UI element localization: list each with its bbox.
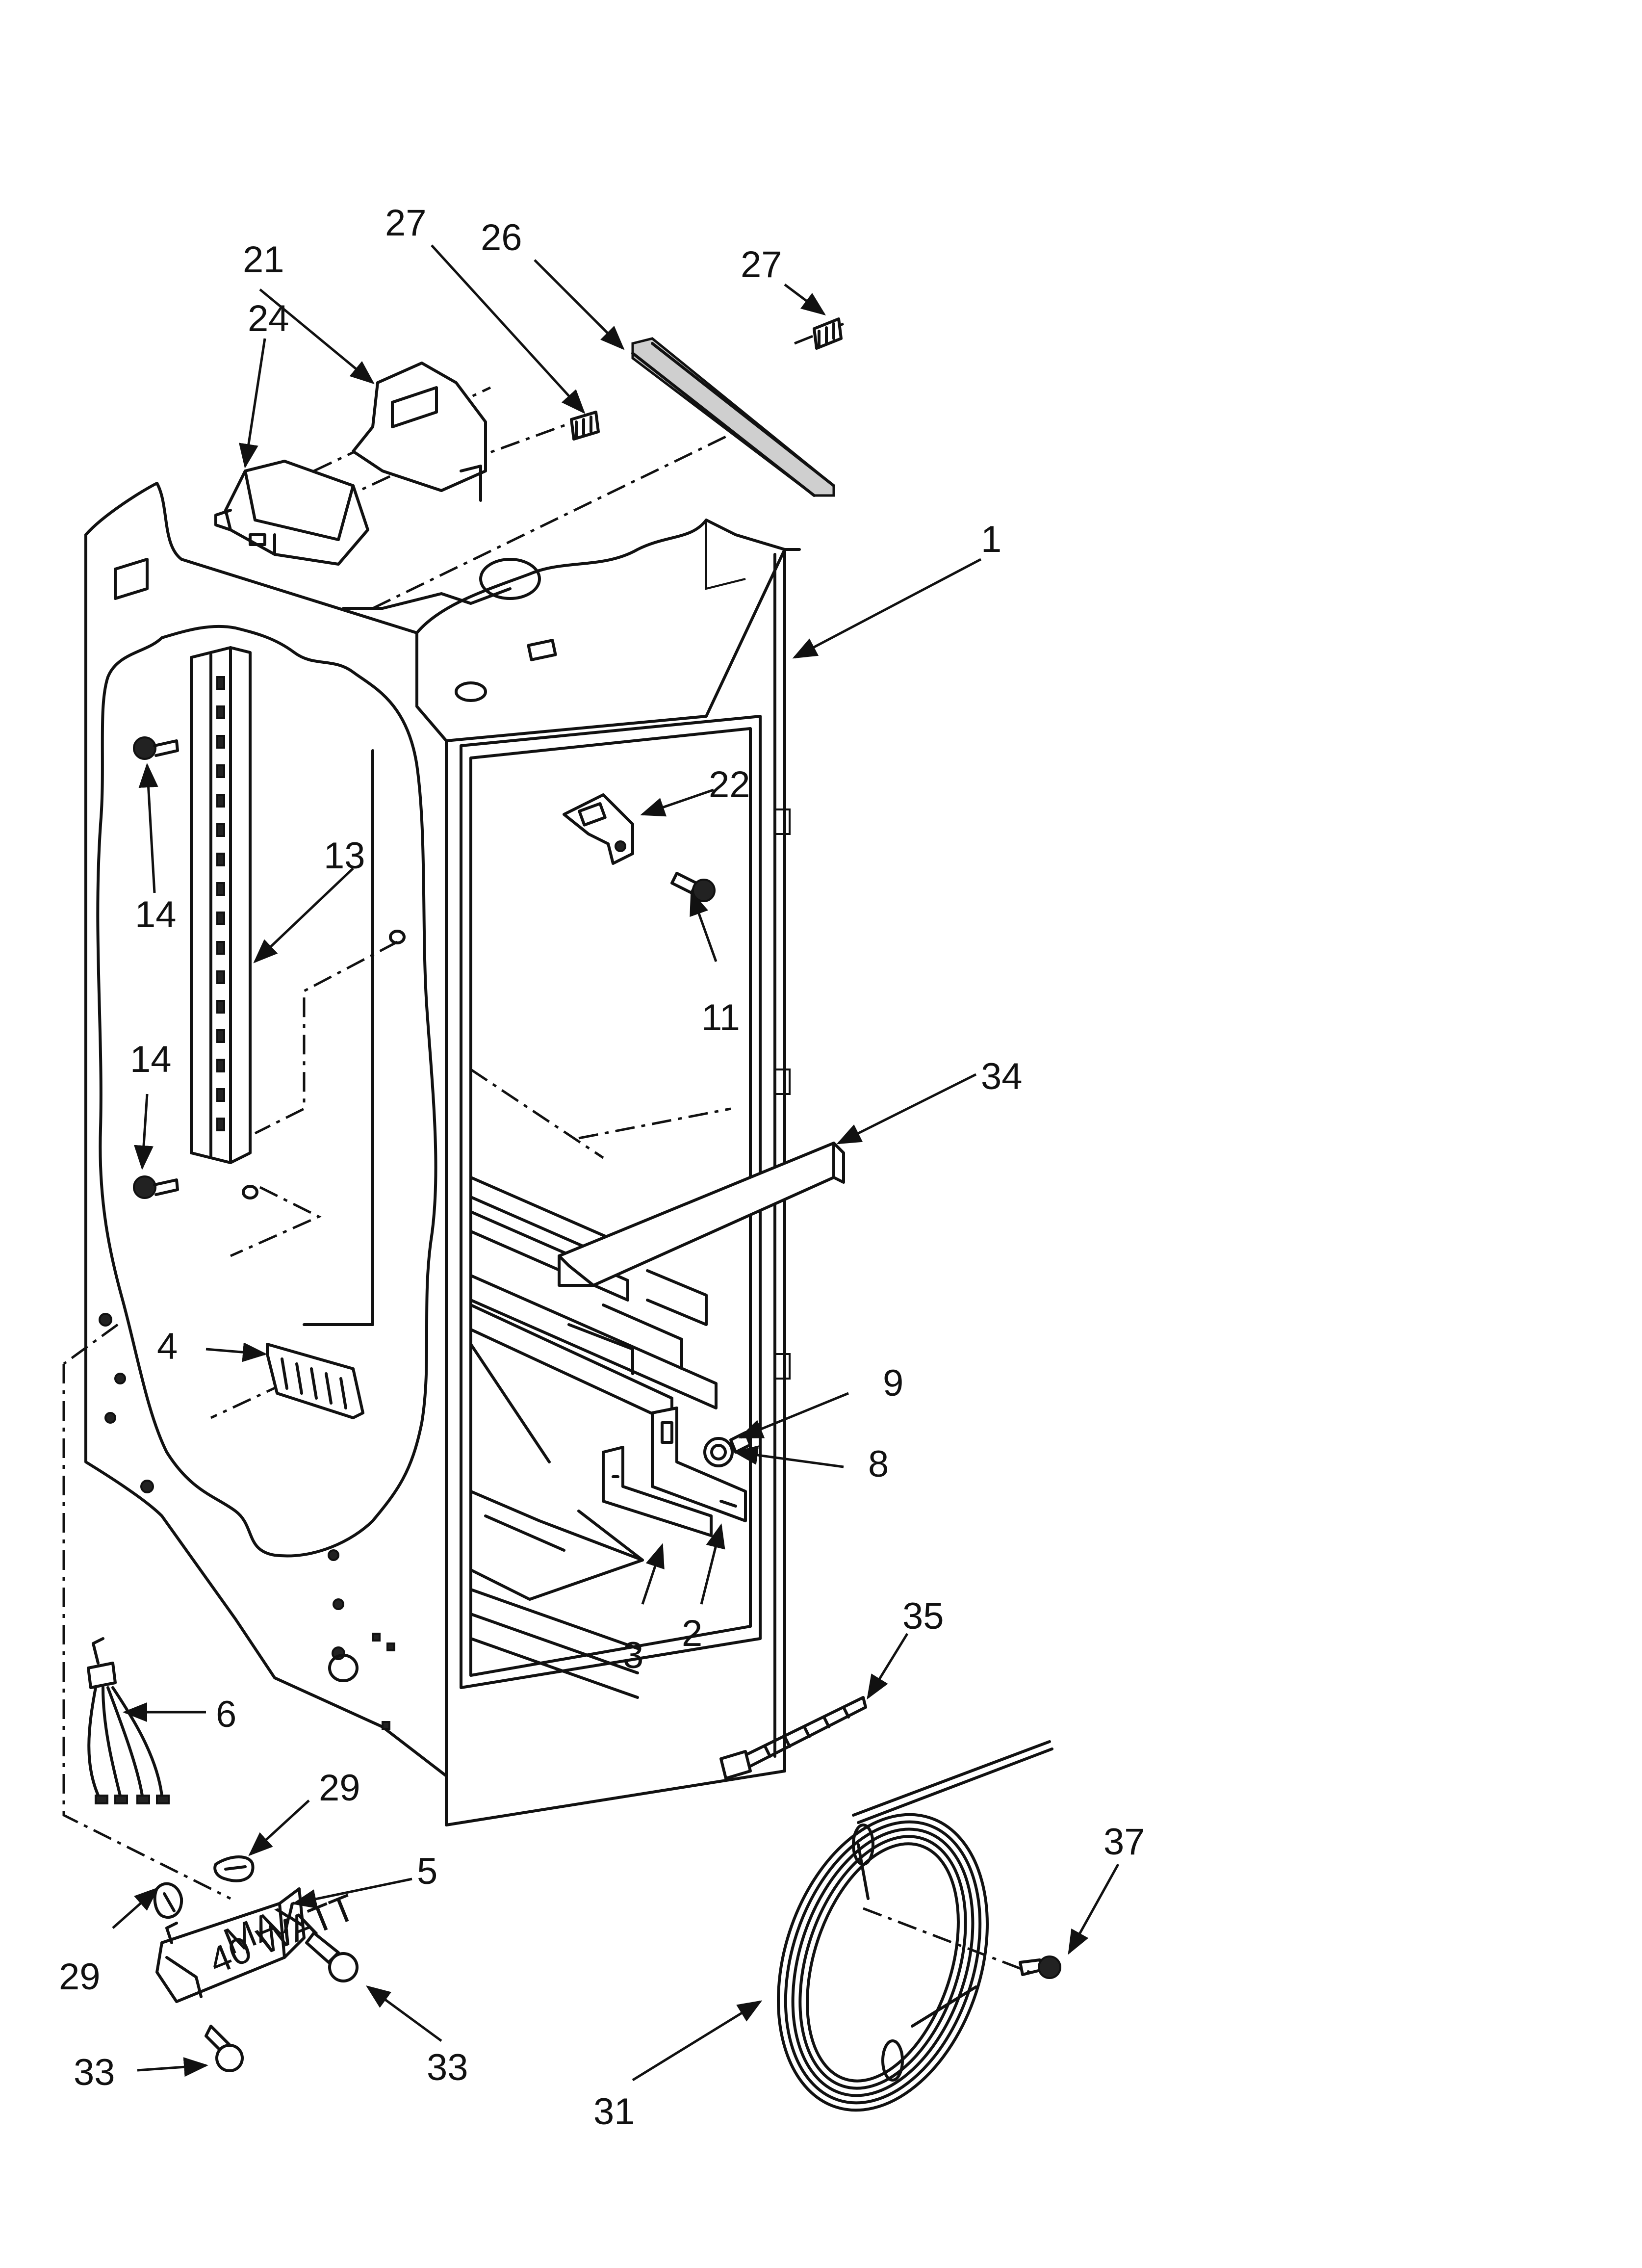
top-rail-part-26: [631, 337, 835, 497]
cover-part-34: [558, 1142, 845, 1287]
clip-part-29-right: [213, 1855, 255, 1882]
callout-21: 21: [243, 239, 284, 281]
callout-11: 11: [701, 997, 740, 1039]
callout-arrows: [112, 244, 1120, 2082]
callout-9: 9: [883, 1362, 903, 1404]
callout-33-left: 33: [74, 2052, 115, 2093]
callout-6: 6: [216, 1694, 236, 1735]
callout-labels: 1 22 11 13 14 14 21 24 27 26 27 34 4 9 8…: [59, 202, 1145, 2133]
callout-34: 34: [981, 1056, 1023, 1097]
screw-part-14-upper: [133, 736, 179, 760]
callout-35: 35: [902, 1595, 944, 1637]
light-socket-part-5: MAX 40 WATT: [155, 1886, 361, 2003]
bracket-part-21: [352, 362, 487, 502]
vent-grille-part-4: [266, 1343, 364, 1419]
callout-27-right: 27: [741, 244, 782, 286]
slide-part-2: [651, 1407, 747, 1522]
callout-33-right: 33: [427, 2047, 468, 2088]
callout-4: 4: [157, 1326, 178, 1367]
callout-29-lower: 29: [59, 1956, 101, 1998]
bracket-part-22: [563, 793, 634, 865]
slide-part-3: [602, 1446, 713, 1537]
callout-3: 3: [623, 1635, 643, 1676]
callout-24: 24: [248, 298, 289, 339]
light-housing-part-24: [214, 460, 369, 566]
callout-27-left: 27: [385, 202, 427, 244]
callout-1: 1: [981, 519, 1001, 560]
callout-31: 31: [593, 2091, 635, 2133]
clip-part-29-left: [153, 1882, 183, 1919]
shelf-rail-part-13: [190, 646, 252, 1164]
refrigerator-liner-part-1: [84, 482, 801, 1826]
cable-tie-part-35: [719, 1696, 867, 1780]
side-wall-holes: [99, 930, 406, 1730]
screw-part-14-lower: [133, 1175, 179, 1199]
callout-13: 13: [324, 835, 365, 877]
tubing-coil-part-31: [777, 1740, 1053, 2112]
callout-5: 5: [417, 1851, 437, 1892]
rail-slots: [216, 676, 225, 1131]
callout-14-upper: 14: [135, 894, 177, 936]
callout-22: 22: [709, 764, 750, 806]
bulb-part-33-right: [305, 1931, 359, 1982]
callout-37: 37: [1103, 1821, 1145, 1863]
bulb-part-33-left: [205, 2025, 244, 2072]
cap-part-8: [703, 1437, 734, 1467]
screw-part-27-right: [813, 317, 843, 350]
callout-2: 2: [682, 1613, 702, 1654]
callout-8: 8: [868, 1443, 889, 1485]
callout-14-lower: 14: [130, 1039, 172, 1080]
callout-29-upper: 29: [319, 1767, 360, 1809]
wire-harness-part-6: [87, 1637, 170, 1804]
screw-part-37: [1019, 1955, 1061, 1979]
callout-26: 26: [481, 217, 522, 259]
screw-part-27-left: [570, 411, 600, 441]
